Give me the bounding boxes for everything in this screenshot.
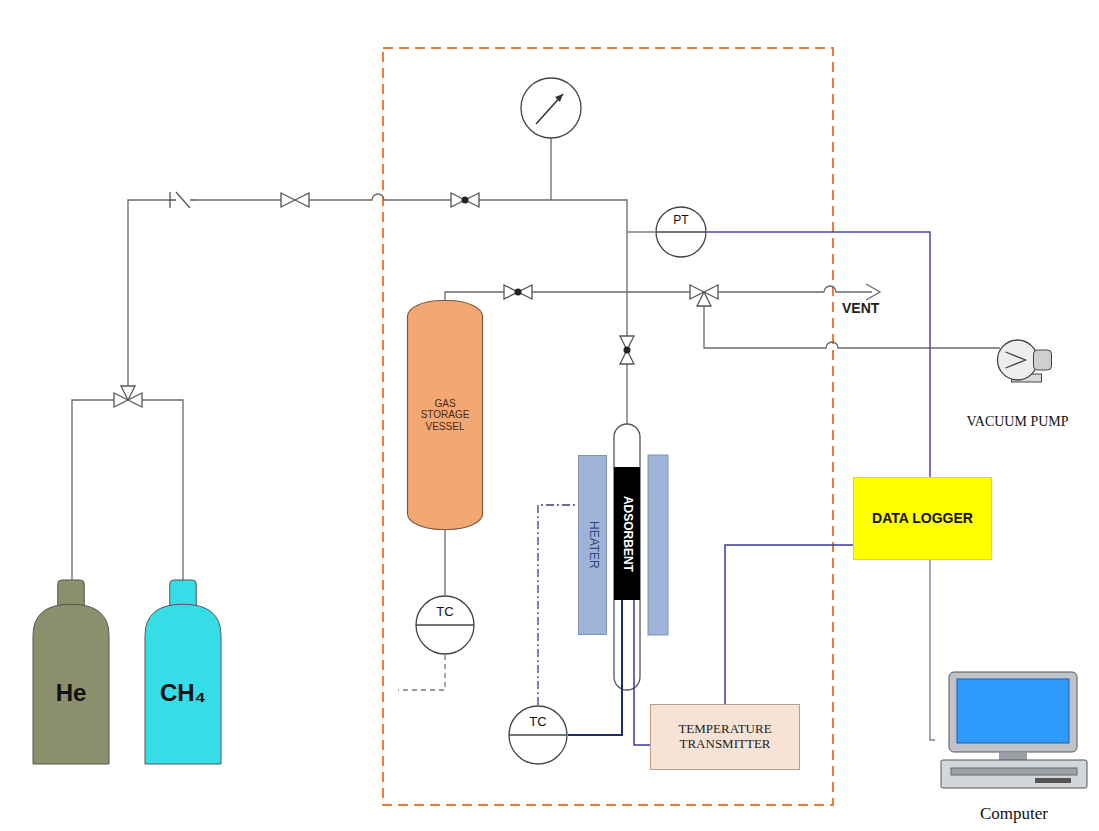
thermocouple-wire	[538, 505, 578, 705]
gas-cylinder-outline	[32, 580, 110, 765]
adsorbent-bed: ADSORBENT	[614, 467, 640, 600]
needle-valve	[504, 285, 532, 299]
text-holder: TEMPERATURE TRANSMITTER	[651, 705, 799, 769]
text-holder: TC	[415, 595, 475, 655]
node-label: PT	[673, 214, 688, 228]
node-label: TC	[436, 605, 453, 620]
text-holder: ADSORBENT	[615, 468, 639, 599]
heater: HEATER	[578, 455, 607, 635]
thermocouple-outline	[508, 705, 568, 765]
needle-valve	[451, 193, 479, 207]
text-holder: GAS STORAGE VESSEL	[407, 300, 483, 530]
signal-wire	[707, 232, 930, 477]
computer: Computer	[935, 668, 1093, 824]
node-label: DATA LOGGER	[872, 510, 973, 526]
gas-storage-vessel: GAS STORAGE VESSEL	[407, 300, 483, 530]
signal-wire	[725, 545, 853, 704]
text-holder: CH₄	[144, 580, 222, 765]
node-label: HEATER	[586, 521, 600, 569]
three-way-valve	[690, 285, 718, 306]
thermocouple-outline	[415, 595, 475, 655]
node-label: VACUUM PUMP	[966, 414, 1068, 430]
vacuum-pump: VACUUM PUMP	[940, 330, 1095, 430]
needle-valve	[620, 336, 634, 364]
vent-label: VENT	[842, 300, 879, 316]
gas-cylinder: He	[32, 580, 110, 765]
gas-cylinder: CH₄	[144, 580, 222, 765]
text-holder: HEATER	[579, 456, 606, 634]
text-holder: VACUUM PUMP	[940, 330, 1095, 430]
gas-piping	[72, 138, 1000, 690]
signal-wire	[634, 600, 650, 745]
node-label: Computer	[980, 804, 1048, 824]
node-label: CH₄	[160, 679, 206, 707]
tube-connector	[444, 530, 445, 595]
node-label: TEMPERATURE TRANSMITTER	[659, 722, 791, 752]
signal-wire	[930, 560, 935, 740]
enclosure-border	[383, 48, 833, 805]
node-label: ADSORBENT	[620, 495, 634, 571]
text-holder: PT	[655, 206, 707, 258]
node-label: TC	[529, 715, 546, 730]
pressure-transmitter: PT	[655, 206, 707, 258]
data-logger: DATA LOGGER	[853, 477, 992, 560]
pressure-gauge	[521, 78, 581, 138]
node-label: GAS STORAGE VESSEL	[413, 398, 477, 433]
adsorbent-column	[614, 424, 640, 690]
heater-jacket	[648, 455, 668, 635]
text-holder: He	[32, 580, 110, 765]
thermocouple: TC	[415, 595, 475, 655]
computer-outline	[935, 668, 1093, 824]
valve	[281, 193, 309, 207]
text-holder: Computer	[935, 668, 1093, 824]
three-way-valve	[114, 386, 142, 407]
text-holder: DATA LOGGER	[854, 478, 991, 559]
gas-cylinder-outline	[144, 580, 222, 765]
text-holder: TC	[508, 705, 568, 765]
temperature-transmitter: TEMPERATURE TRANSMITTER	[650, 704, 800, 770]
check-valve	[170, 192, 195, 208]
thermocouple: TC	[508, 705, 568, 765]
node-label: He	[56, 679, 87, 707]
